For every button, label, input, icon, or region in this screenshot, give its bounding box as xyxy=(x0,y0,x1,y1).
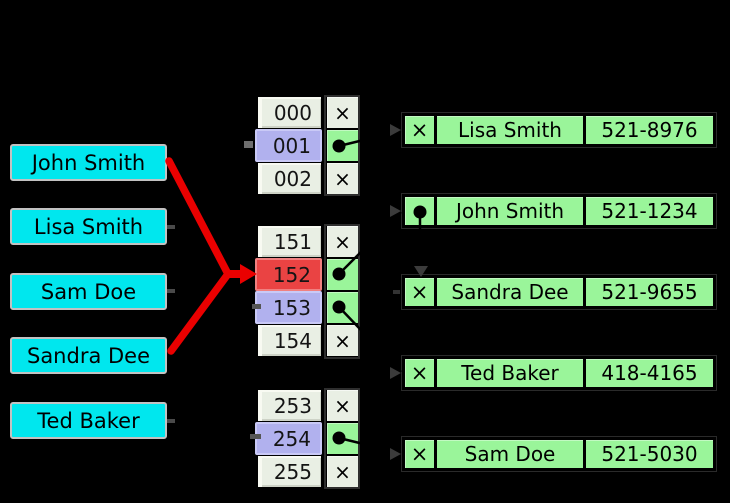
bucket-index-154: 154 xyxy=(258,325,321,356)
arrowhead-sam-entry xyxy=(390,448,401,460)
bucket-index-001: 001 xyxy=(255,129,322,162)
entry-name-label: Ted Baker xyxy=(461,361,559,385)
entry-name-label: Sam Doe xyxy=(464,442,556,466)
bucket-index-152: 152 xyxy=(255,258,322,291)
entry-phone: 418-4165 xyxy=(586,359,713,387)
bucket-slot-255: × xyxy=(327,456,358,487)
bucket-index-253: 253 xyxy=(258,390,321,421)
key-label: Ted Baker xyxy=(37,408,140,433)
null-pointer-icon: × xyxy=(410,361,429,385)
bucket-slot-152 xyxy=(327,259,358,290)
bucket-index-255: 255 xyxy=(258,456,321,487)
null-pointer-icon: × xyxy=(410,442,429,466)
bucket-index-153: 153 xyxy=(255,291,322,324)
bucket-index-label: 153 xyxy=(272,295,311,320)
entry-ted-baker: × Ted Baker 418-4165 xyxy=(402,356,716,390)
arrow-stub-lisa-key xyxy=(167,225,175,229)
entry-sandra-dee: × Sandra Dee 521-9655 xyxy=(402,275,716,309)
arrowhead-ted-entry xyxy=(390,367,401,379)
bucket-slot-154: × xyxy=(327,325,358,356)
bucket-slot-254 xyxy=(327,423,358,454)
null-pointer-icon: × xyxy=(410,280,429,304)
entry-phone: 521-5030 xyxy=(586,440,713,468)
bucket-slot-001 xyxy=(327,130,358,161)
bucket-slot-153 xyxy=(327,292,358,323)
bucket-index-label: 002 xyxy=(273,166,312,191)
arrow-stub-sam-key xyxy=(167,289,175,293)
entry-phone: 521-8976 xyxy=(586,116,713,144)
key-box-ted-baker: Ted Baker xyxy=(10,402,167,439)
entry-sam-doe: × Sam Doe 521-5030 xyxy=(402,437,716,471)
bucket-slot-000: × xyxy=(327,97,358,128)
entry-phone: 521-1234 xyxy=(586,197,713,225)
key-label: Sandra Dee xyxy=(26,343,151,368)
key-label: Sam Doe xyxy=(40,279,137,304)
arrow-stub-bucket-001 xyxy=(244,141,253,148)
bucket-index-151: 151 xyxy=(258,226,321,257)
arrow-stub-sandra-entry xyxy=(393,290,400,294)
bucket-index-label: 255 xyxy=(273,459,312,484)
bucket-index-label: 253 xyxy=(273,393,312,418)
null-pointer-icon: × xyxy=(334,166,351,191)
key-box-john-smith: John Smith xyxy=(10,144,167,181)
entry-lisa-smith: × Lisa Smith 521-8976 xyxy=(402,113,716,147)
bucket-index-label: 001 xyxy=(272,133,311,158)
entry-name: Sam Doe xyxy=(437,440,586,468)
entry-phone-label: 521-9655 xyxy=(601,280,698,304)
collision-arrow-john xyxy=(165,157,232,278)
null-pointer-icon: × xyxy=(334,229,351,254)
entry-name: Ted Baker xyxy=(437,359,586,387)
entry-next-pointer xyxy=(405,197,437,225)
bucket-index-254: 254 xyxy=(255,422,322,455)
bucket-index-000: 000 xyxy=(258,97,321,128)
entry-name: Sandra Dee xyxy=(437,278,586,306)
null-pointer-icon: × xyxy=(334,459,351,484)
bucket-index-002: 002 xyxy=(258,163,321,194)
arrow-stub-ted-key xyxy=(167,419,175,423)
entry-phone: 521-9655 xyxy=(586,278,713,306)
entry-next-pointer: × xyxy=(405,116,437,144)
bucket-slot-002: × xyxy=(327,163,358,194)
bucket-index-label: 154 xyxy=(273,328,312,353)
entry-phone-label: 521-1234 xyxy=(601,199,698,223)
key-box-sam-doe: Sam Doe xyxy=(10,273,167,310)
entry-name-label: Sandra Dee xyxy=(451,280,569,304)
entry-name-label: Lisa Smith xyxy=(458,118,562,142)
entry-name: John Smith xyxy=(437,197,586,225)
arrowhead-lisa-entry xyxy=(390,124,401,136)
bucket-index-label: 254 xyxy=(272,426,311,451)
arrowhead-john-entry xyxy=(390,205,401,217)
null-pointer-icon: × xyxy=(334,100,351,125)
entry-name-label: John Smith xyxy=(455,199,565,223)
bucket-index-label: 152 xyxy=(272,262,311,287)
bucket-slot-253: × xyxy=(327,390,358,421)
entry-next-pointer: × xyxy=(405,440,437,468)
bucket-index-label: 151 xyxy=(273,229,312,254)
bucket-slot-151: × xyxy=(327,226,358,257)
collision-arrow-sandra xyxy=(167,270,232,355)
key-box-lisa-smith: Lisa Smith xyxy=(10,208,167,245)
entry-phone-label: 418-4165 xyxy=(601,361,698,385)
key-label: John Smith xyxy=(31,150,146,175)
key-box-sandra-dee: Sandra Dee xyxy=(10,337,167,374)
entry-john-smith: John Smith 521-1234 xyxy=(402,194,716,228)
null-pointer-icon: × xyxy=(334,393,351,418)
entry-name: Lisa Smith xyxy=(437,116,586,144)
entry-phone-label: 521-5030 xyxy=(601,442,698,466)
null-pointer-icon: × xyxy=(410,118,429,142)
entry-next-pointer: × xyxy=(405,278,437,306)
entry-next-pointer: × xyxy=(405,359,437,387)
bucket-index-label: 000 xyxy=(273,100,312,125)
entry-phone-label: 521-8976 xyxy=(601,118,698,142)
key-label: Lisa Smith xyxy=(33,214,144,239)
null-pointer-icon: × xyxy=(334,328,351,353)
